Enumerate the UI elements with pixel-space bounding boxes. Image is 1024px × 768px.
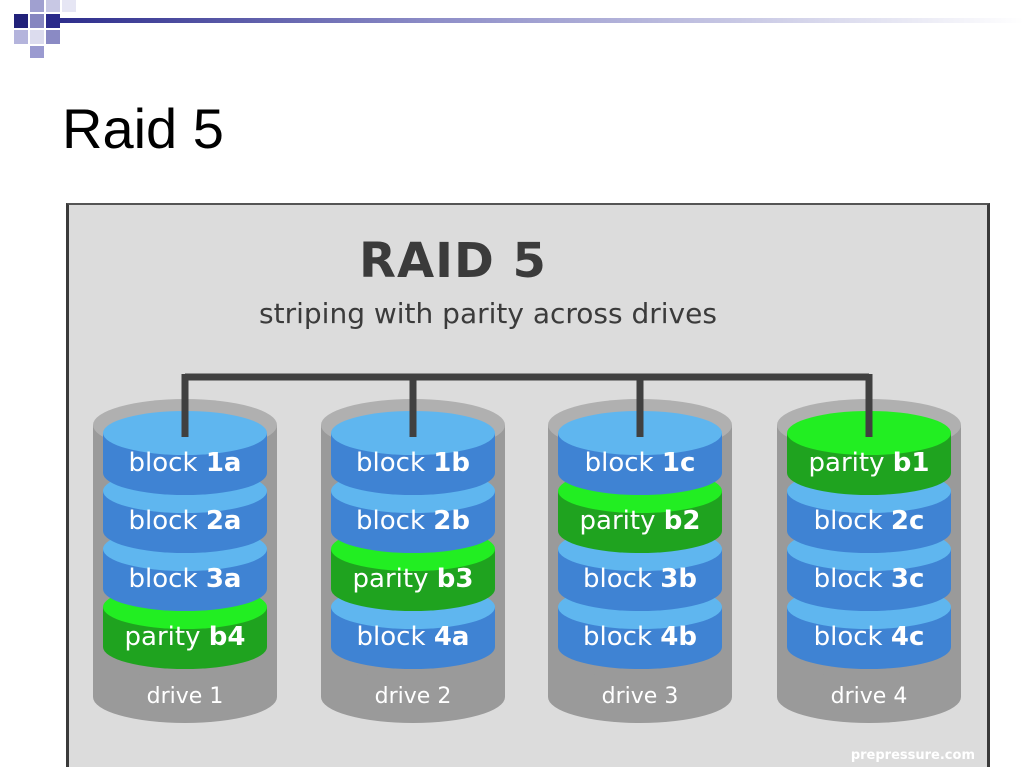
block-id: 1b bbox=[433, 448, 470, 478]
block-word: block bbox=[585, 448, 662, 478]
data-block: block 3c bbox=[787, 527, 951, 611]
block-word: block bbox=[814, 506, 891, 536]
block-word: block bbox=[583, 564, 660, 594]
block-label: parity b1 bbox=[809, 448, 930, 478]
deco-square bbox=[46, 14, 60, 28]
data-block: block 1a bbox=[103, 411, 267, 495]
block-id: 3b bbox=[660, 564, 697, 594]
block-label: block 1c bbox=[585, 448, 696, 478]
block-id: 1a bbox=[206, 448, 242, 478]
block-label: block 1b bbox=[356, 448, 470, 478]
raid5-diagram: RAID 5 striping with parity across drive… bbox=[66, 203, 990, 767]
block-label: block 4b bbox=[583, 622, 697, 652]
block-id: b4 bbox=[209, 622, 246, 652]
block-word: block bbox=[356, 506, 433, 536]
block-label: block 4c bbox=[814, 622, 925, 652]
block-word: block bbox=[129, 506, 206, 536]
deco-square bbox=[62, 0, 76, 12]
block-label: block 2c bbox=[814, 506, 925, 536]
block-id: b3 bbox=[437, 564, 474, 594]
block-label: parity b4 bbox=[125, 622, 246, 652]
deco-square bbox=[46, 0, 60, 12]
block-word: parity bbox=[353, 564, 437, 594]
drive-label: drive 1 bbox=[147, 684, 224, 709]
deco-square bbox=[14, 30, 28, 44]
block-id: 3a bbox=[206, 564, 242, 594]
drive-label: drive 2 bbox=[375, 684, 452, 709]
diagram-title: RAID 5 bbox=[359, 233, 547, 289]
block-id: 2c bbox=[891, 506, 925, 536]
slide-decoration bbox=[0, 0, 1024, 60]
data-block: block 4a bbox=[331, 585, 495, 669]
block-id: b2 bbox=[664, 506, 701, 536]
block-word: block bbox=[814, 622, 891, 652]
deco-line bbox=[46, 18, 1024, 23]
block-label: block 4a bbox=[357, 622, 470, 652]
data-block: block 3b bbox=[558, 527, 722, 611]
drive-label: drive 3 bbox=[602, 684, 679, 709]
block-id: 4b bbox=[660, 622, 697, 652]
drive-label: drive 4 bbox=[831, 684, 908, 709]
deco-square bbox=[30, 30, 44, 44]
block-word: block bbox=[129, 448, 206, 478]
block-label: block 2a bbox=[129, 506, 242, 536]
drive-bottom bbox=[548, 671, 732, 723]
block-label: block 2b bbox=[356, 506, 470, 536]
block-word: block bbox=[129, 564, 206, 594]
deco-square bbox=[30, 46, 44, 58]
block-label: block 3a bbox=[129, 564, 242, 594]
block-word: parity bbox=[809, 448, 893, 478]
block-word: parity bbox=[125, 622, 209, 652]
drive-bottom bbox=[93, 671, 277, 723]
block-word: parity bbox=[580, 506, 664, 536]
block-word: block bbox=[814, 564, 891, 594]
block-id: b1 bbox=[893, 448, 930, 478]
drive-bottom bbox=[777, 671, 961, 723]
block-word: block bbox=[583, 622, 660, 652]
block-id: 3c bbox=[891, 564, 925, 594]
block-word: block bbox=[357, 622, 434, 652]
block-label: parity b2 bbox=[580, 506, 701, 536]
block-id: 2a bbox=[206, 506, 242, 536]
drive-bottom bbox=[321, 671, 505, 723]
block-id: 1c bbox=[662, 448, 696, 478]
block-word: block bbox=[356, 448, 433, 478]
diagram-subtitle: striping with parity across drives bbox=[259, 297, 717, 330]
slide-title: Raid 5 bbox=[62, 97, 224, 160]
block-label: parity b3 bbox=[353, 564, 474, 594]
block-label: block 1a bbox=[129, 448, 242, 478]
block-id: 2b bbox=[433, 506, 470, 536]
block-id: 4a bbox=[434, 622, 470, 652]
data-block: block 4c bbox=[787, 585, 951, 669]
block-label: block 3b bbox=[583, 564, 697, 594]
watermark: prepressure.com bbox=[850, 748, 975, 763]
deco-square bbox=[46, 30, 60, 44]
deco-square bbox=[30, 14, 44, 28]
block-id: 4c bbox=[891, 622, 925, 652]
block-label: block 3c bbox=[814, 564, 925, 594]
deco-square bbox=[14, 14, 28, 28]
deco-square bbox=[30, 0, 44, 12]
